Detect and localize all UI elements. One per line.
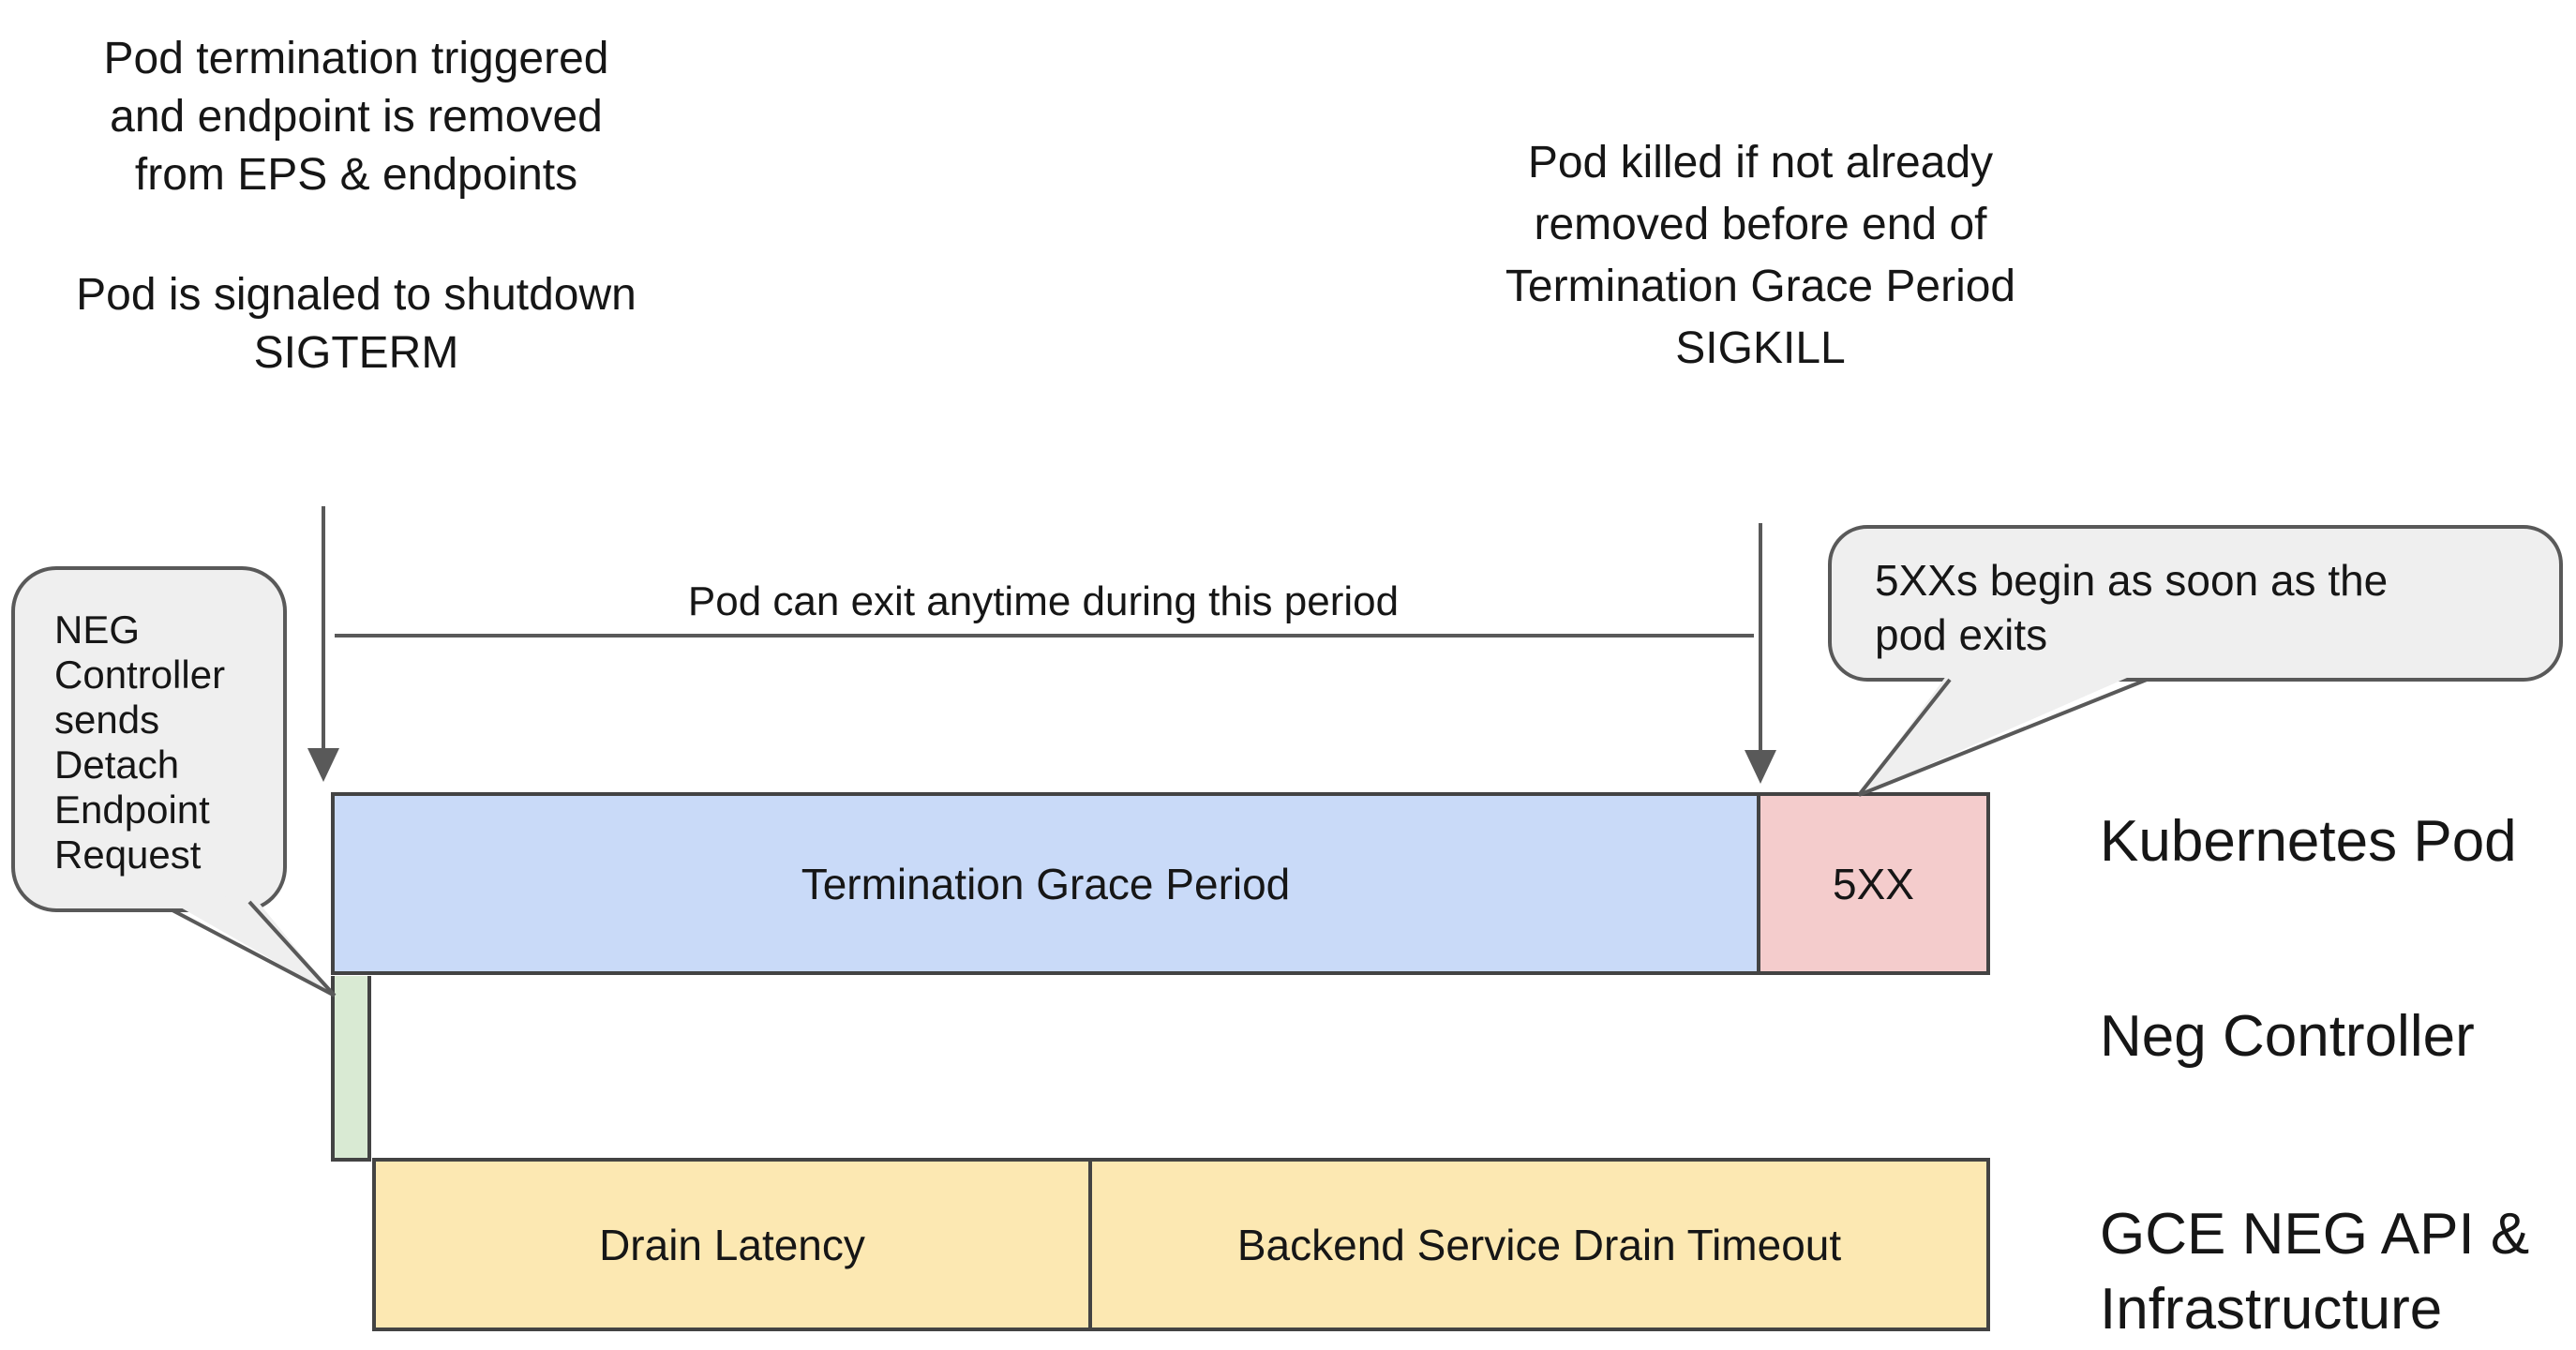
bar-termination-grace-period-label: Termination Grace Period [801,859,1291,908]
note-pod-signaled-sigterm: Pod is signaled to shutdown SIGTERM [76,270,637,378]
bar-backend-service-drain-timeout: Backend Service Drain Timeout [1092,1158,1990,1331]
period-span-line [335,634,1754,638]
callout-5xx-begin: 5XXs begin as soon as the pod exits [1828,525,2563,682]
sigterm-arrow-line [322,506,325,748]
sigterm-arrow-head-icon [307,748,339,782]
note-pod-killed-sigkill: Pod killed if not already removed before… [1505,138,2016,373]
bar-drain-latency: Drain Latency [372,1158,1092,1331]
callout-5xx-text: 5XXs begin as soon as the pod exits [1875,556,2389,659]
bar-5xx: 5XX [1760,792,1990,975]
bar-drain-latency-label: Drain Latency [599,1220,865,1269]
bar-termination-grace-period: Termination Grace Period [331,792,1760,975]
row-label-kubernetes-pod: Kubernetes Pod [2100,809,2517,874]
callout-neg-controller-detach: NEG Controller sends Detach Endpoint Req… [11,566,287,912]
bar-neg-controller-detach [331,976,371,1162]
bar-5xx-label: 5XX [1833,859,1914,908]
bar-backend-service-drain-timeout-label: Backend Service Drain Timeout [1236,1220,1842,1269]
sigkill-arrow-line [1759,523,1762,750]
label-pod-can-exit-period: Pod can exit anytime during this period [687,578,1400,624]
note-pod-termination-triggered: Pod termination triggered and endpoint i… [103,34,609,200]
sigkill-arrow-head-icon [1745,750,1776,784]
row-label-neg-controller: Neg Controller [2100,1004,2475,1069]
row-label-gce-neg-api: GCE NEG API & Infrastructure [2100,1202,2530,1342]
callout-neg-controller-text: NEG Controller sends Detach Endpoint Req… [54,608,226,877]
right-callout-tail [1857,668,2149,797]
